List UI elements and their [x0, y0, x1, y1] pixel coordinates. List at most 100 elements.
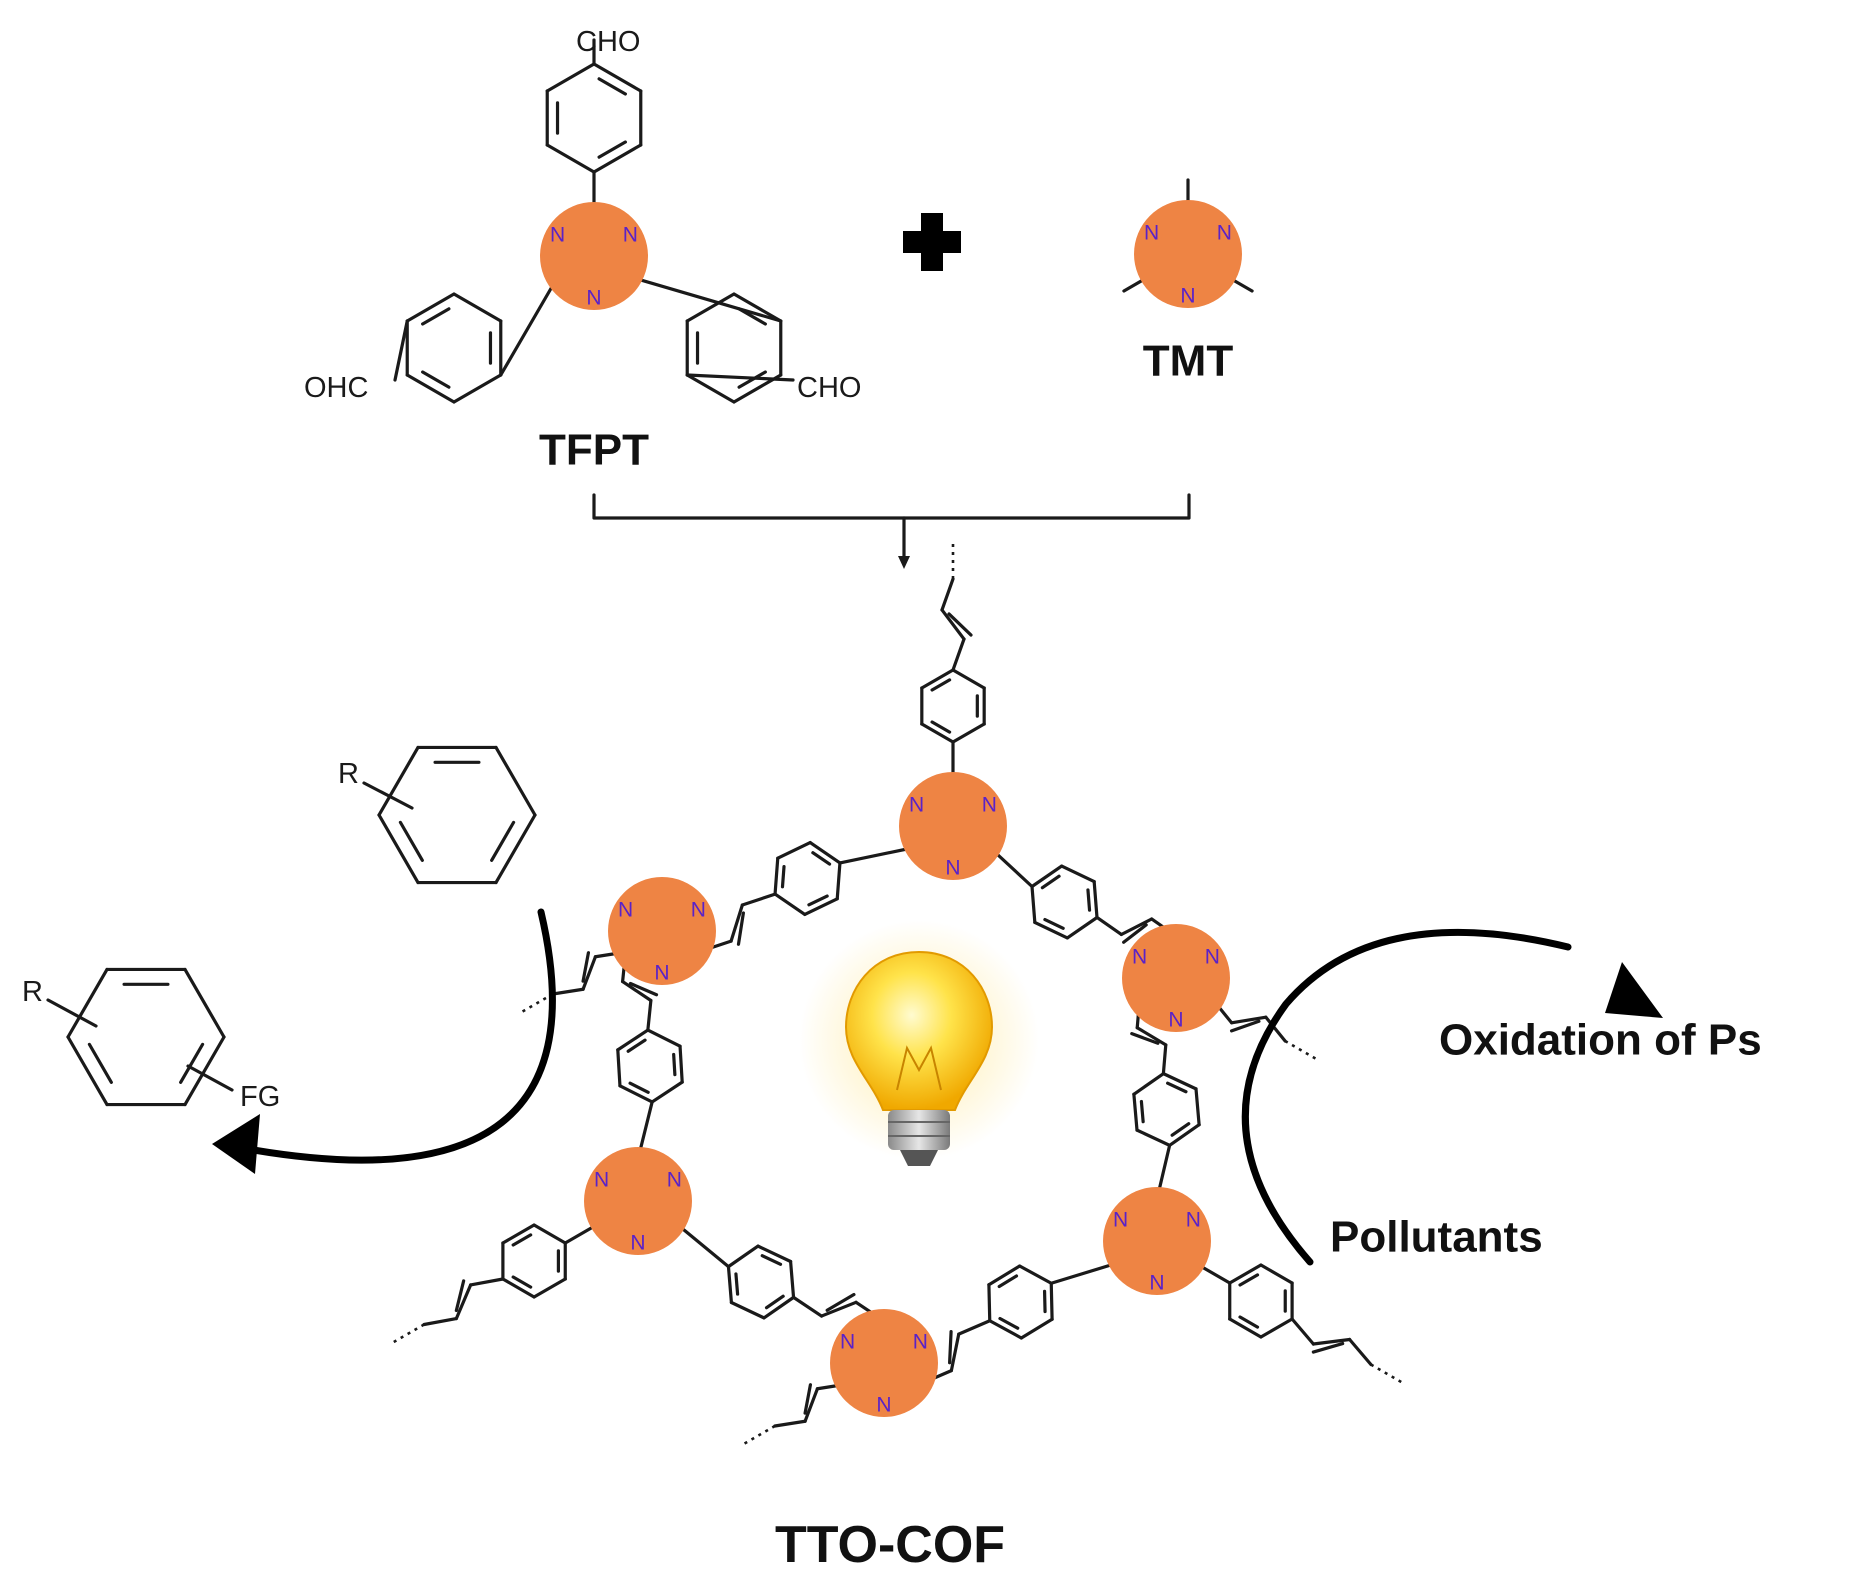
- vinylene-bond: [551, 987, 585, 996]
- substrate-benzene-bond: [377, 745, 420, 817]
- vinylene-bond: [1095, 915, 1123, 937]
- cof-phenylene-5-bond: [776, 841, 812, 860]
- nitrogen-atom: N: [623, 224, 638, 247]
- n-atom-backdrop: [873, 1394, 895, 1416]
- nitrogen-atom: N: [945, 857, 960, 880]
- cof-phenylene-4-double-bond: [672, 1052, 677, 1077]
- cof-phenylene-2-double-bond: [997, 1274, 1019, 1289]
- vinylene-bond: [1161, 1043, 1168, 1076]
- n-atom-backdrop: [1177, 285, 1199, 307]
- tfpt-phenyl-1-double-bond: [421, 307, 451, 326]
- product-benzene-double-bond: [179, 1042, 205, 1084]
- cof-triazine-4-highlight: [584, 1147, 692, 1255]
- vinylene-bond: [454, 1283, 473, 1321]
- cof-phenylene-5-bond: [773, 856, 780, 896]
- nitrogen-atom: N: [876, 1394, 891, 1417]
- nitrogen-atom: N: [913, 1331, 928, 1354]
- vinylene-double-bond: [1130, 1032, 1160, 1045]
- vinylene-bond: [773, 1419, 807, 1428]
- vinylene-bond: [1135, 1026, 1168, 1047]
- cof-triazine-1-highlight: [1122, 924, 1230, 1032]
- product-benzene-bond: [183, 1035, 226, 1107]
- nitrogen-atom: N: [594, 1169, 609, 1192]
- cof-phenylene-2-bond: [1019, 1317, 1054, 1340]
- cof-phenylene-4-double-bond: [626, 1038, 647, 1053]
- nitrogen-atom: N: [1113, 1209, 1128, 1232]
- cof-phenylene-3-bond: [729, 1300, 766, 1320]
- cof-outer-phenylene-4-bond: [532, 1223, 567, 1245]
- n-atom-backdrop: [1182, 1209, 1205, 1231]
- nitrogen-atom: N: [1149, 1272, 1164, 1295]
- reaction-arrow-icon: [592, 493, 1191, 569]
- n-atom-backdrop: [1109, 1209, 1132, 1231]
- cof-outer-phenylene-4-bond: [532, 1277, 567, 1299]
- cof-outer-phenylene-4-bond: [501, 1277, 536, 1299]
- tfpt-phenyl-0-double-bond: [597, 77, 627, 96]
- cof-phenylene-0-bond: [1060, 864, 1096, 884]
- product-benzene-bond: [66, 967, 109, 1039]
- light-bulb-icon: [799, 920, 1039, 1166]
- n-atom-backdrop: [627, 1232, 649, 1254]
- cof-outer-phenylene-4-double-bond: [511, 1233, 533, 1247]
- cof-phenylene-3-bond: [756, 1244, 793, 1264]
- vinylene-bond: [940, 577, 955, 612]
- tfpt-core-highlight: [540, 202, 648, 310]
- cof-triazine-5-highlight: [608, 877, 716, 985]
- tfpt-phenyl-1-bond: [452, 292, 503, 323]
- cof-phenylene-1-bond: [1135, 1128, 1172, 1147]
- nitrogen-atom: N: [550, 224, 565, 247]
- vinylene-bond: [951, 637, 966, 672]
- plus-icon: [903, 213, 961, 271]
- substituent-bond: [362, 781, 414, 810]
- substrate-benzene-double-bond: [398, 820, 424, 862]
- vinylene-bond: [581, 955, 597, 991]
- cof-phenylene-5-double-bond: [811, 851, 832, 866]
- nitrogen-atom: N: [654, 962, 669, 985]
- cof-phenylene-3-bond: [788, 1259, 796, 1299]
- cof-phenylene-2-bond: [987, 1283, 992, 1323]
- cof-phenylene-3-bond: [726, 1265, 734, 1305]
- tfpt-top-aldehyde: CHO: [576, 26, 640, 58]
- substrate-r-label: R: [338, 758, 359, 790]
- cof-phenylene-5-bond: [835, 861, 842, 901]
- n-atom-backdrop: [1201, 946, 1224, 968]
- n-atom-backdrop: [651, 962, 673, 984]
- nitrogen-atom: N: [909, 794, 924, 817]
- n-atom-backdrop: [1146, 1272, 1168, 1294]
- nitrogen-atom: N: [1186, 1209, 1201, 1232]
- cof-phenylene-2-bond: [1018, 1264, 1053, 1285]
- cof-outer-phenylene-2-bond: [1259, 1263, 1294, 1285]
- substrate-benzene-bond: [377, 813, 420, 885]
- cof-outer-phenylene-2-double-bond: [1238, 1315, 1260, 1329]
- vinylene-bond: [957, 1319, 992, 1336]
- vinylene-double-bond: [1122, 923, 1148, 944]
- vinylene-double-bond: [628, 981, 659, 997]
- cof-phenylene-3-double-bond: [734, 1272, 740, 1296]
- n-atom-backdrop: [583, 287, 605, 309]
- cof-phenylene-5-bond: [773, 892, 807, 916]
- n-atom-backdrop: [909, 1331, 932, 1353]
- n-atom-backdrop: [590, 1169, 613, 1191]
- cof-phenylene-2-bond: [988, 1319, 1023, 1340]
- cof-triazine-3-highlight: [830, 1309, 938, 1417]
- polymer-continuation: [389, 1323, 425, 1346]
- substrate-benzene-bond: [494, 745, 537, 817]
- tfpt-link-bond: [499, 275, 560, 377]
- cof-phenylene-3-bond: [762, 1295, 796, 1320]
- vinylene-double-bond: [948, 1330, 953, 1365]
- polymer-continuation: [521, 992, 554, 1014]
- vinylene-double-bond: [825, 1292, 856, 1312]
- tfpt-phenyl-0-bond: [592, 62, 643, 93]
- cof-phenylene-1-double-bond: [1139, 1099, 1145, 1124]
- nitrogen-atom: N: [1132, 946, 1147, 969]
- n-atom-backdrop: [546, 224, 569, 246]
- vinylene-bond: [1264, 1015, 1287, 1043]
- nitrogen-atom: N: [667, 1169, 682, 1192]
- cof-outer-phenylene-2-double-bond: [1238, 1273, 1260, 1287]
- polymer-continuation: [743, 1424, 776, 1446]
- vinylene-double-bond: [947, 612, 973, 637]
- vinylene-bond: [949, 1332, 961, 1373]
- cof-outer-phenylene-4-bond: [501, 1223, 536, 1245]
- cof-phenylene-0-bond: [1030, 884, 1037, 924]
- vinylene-bond: [729, 903, 744, 943]
